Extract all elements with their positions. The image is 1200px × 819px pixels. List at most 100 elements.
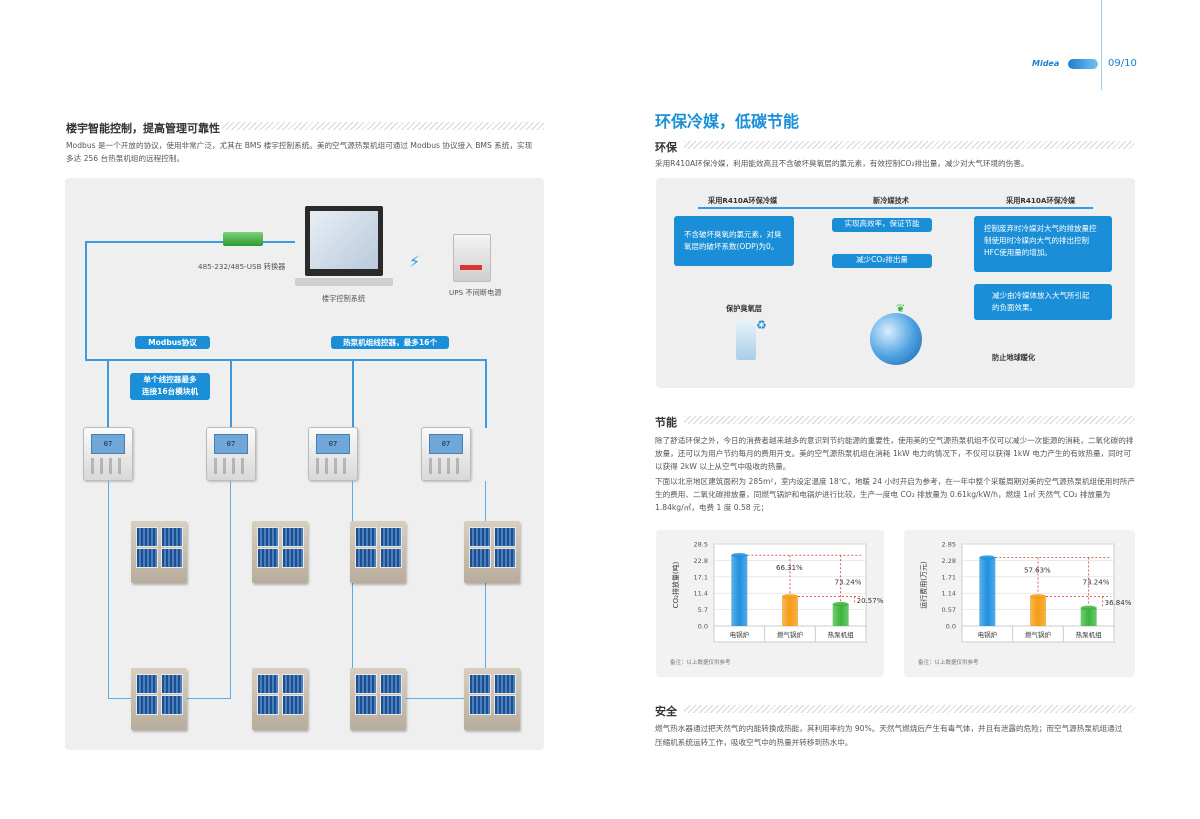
x-tick-label: 热泵机组 bbox=[1076, 630, 1103, 639]
heat-pump-unit-2 bbox=[252, 521, 308, 583]
bar-cap bbox=[1080, 605, 1097, 611]
x-tick-label: 热泵机组 bbox=[828, 630, 855, 639]
saving-section-title: 节能 bbox=[655, 416, 677, 429]
x-tick-label: 电锅炉 bbox=[730, 630, 750, 639]
bar bbox=[782, 596, 798, 626]
heat-pump-unit-7 bbox=[350, 668, 406, 730]
heat-pump-unit-3 bbox=[350, 521, 406, 583]
y-tick-label: 28.5 bbox=[694, 541, 708, 549]
ups-label: UPS 不间断电源 bbox=[449, 288, 502, 297]
brand-logo: Midea bbox=[1032, 59, 1060, 68]
left-intro-line2: 多达 256 台热泵机组的远程控制。 bbox=[66, 154, 185, 163]
y-tick-label: 0.0 bbox=[698, 623, 708, 631]
person-icon bbox=[736, 320, 756, 360]
bar-cap bbox=[782, 594, 798, 599]
y-tick-label: 5.7 bbox=[698, 606, 708, 614]
drop-line-2 bbox=[230, 361, 232, 428]
x-tick-label: 电锅炉 bbox=[978, 630, 998, 639]
eco-section-title: 环保 bbox=[655, 141, 677, 154]
left-title-hatch bbox=[222, 122, 544, 130]
modbus-diagram-panel: 485-232/485-USB 转换器 楼宇控制系统 ⚡ UPS 不间断电源 M… bbox=[65, 178, 544, 750]
eco-col1-box: 不含破坏臭氧的氯元素，对臭氧层的破坏系数(ODP)为0。 bbox=[674, 216, 794, 266]
annotation-label: 57.63% bbox=[1024, 567, 1051, 575]
y-tick-label: 0.57 bbox=[942, 606, 956, 614]
wired-controller-4: 07 bbox=[421, 427, 471, 481]
bar-cap bbox=[731, 553, 748, 558]
y-tick-label: 2.28 bbox=[942, 557, 956, 565]
eco-col2-box1: 实现高效率，保证节能 bbox=[832, 218, 932, 232]
safety-line2: 压缩机系统运转工作，吸收空气中的热量并转移到热水中。 bbox=[655, 738, 853, 747]
safety-line1: 燃气热水器通过把天然气的内能转换成热能，其利用率约为 90%。天然气燃烧后产生有… bbox=[655, 724, 1123, 733]
eco-col3-header: 采用R410A环保冷媒 bbox=[1006, 196, 1076, 205]
keyboard-icon bbox=[295, 278, 393, 286]
globe-icon bbox=[870, 313, 922, 365]
main-title: 环保冷媒，低碳节能 bbox=[655, 112, 800, 131]
y-axis-label: CO₂排放量(吨) bbox=[671, 561, 680, 608]
y-tick-label: 1.71 bbox=[942, 573, 956, 581]
annotation-label: 20.57% bbox=[857, 597, 884, 605]
heat-pump-unit-6 bbox=[252, 668, 308, 730]
unit-line-a1 bbox=[108, 481, 109, 699]
heat-pump-unit-8 bbox=[464, 668, 520, 730]
y-tick-label: 2.85 bbox=[942, 541, 956, 549]
bar bbox=[1030, 596, 1046, 626]
eco-col3-box2: 减少由冷媒体放入大气所引起的负面效果。 bbox=[974, 284, 1112, 320]
drop-line-3 bbox=[352, 361, 354, 428]
eco-col3-box1: 控制废弃时冷媒对大气的排放量控制使用时冷媒向大气的排出控制HFC使用量的增加。 bbox=[974, 216, 1112, 272]
single-controller-note-line2: 连接16台模块机 bbox=[141, 387, 199, 396]
unit-line-b2 bbox=[352, 698, 486, 699]
y-tick-label: 1.14 bbox=[942, 590, 956, 598]
eco-text: 采用R410A环保冷媒，利用能效高且不含破坏臭氧层的氯元素，有效控制CO₂排出量… bbox=[655, 159, 1029, 168]
heat-pump-unit-5 bbox=[131, 668, 187, 730]
annotation-label: 36.84% bbox=[1105, 599, 1132, 607]
brand-mark bbox=[1068, 59, 1098, 69]
bar bbox=[1080, 607, 1097, 626]
saving-p1: 除了舒适环保之外，今日的消费者越来越多的意识到节约能源的重要性，使用美的空气源热… bbox=[655, 436, 1134, 471]
heat-pump-unit-1 bbox=[131, 521, 187, 583]
converter-icon bbox=[223, 232, 263, 246]
eco-header-line bbox=[698, 207, 1093, 209]
wired-controller-2: 07 bbox=[206, 427, 256, 481]
x-tick-label: 燃气锅炉 bbox=[777, 630, 804, 639]
bar bbox=[979, 557, 996, 626]
annotation-label: 66.31% bbox=[776, 564, 803, 572]
bar bbox=[832, 604, 849, 626]
eco-col1-header: 采用R410A环保冷媒 bbox=[708, 196, 778, 205]
y-tick-label: 0.0 bbox=[946, 623, 956, 631]
modbus-protocol-badge: Modbus协议 bbox=[135, 336, 210, 349]
co2-chart: 0.05.711.417.122.828.5CO₂排放量(吨)电锅炉燃气锅炉热泵… bbox=[671, 541, 884, 643]
left-section-title: 楼宇智能控制，提高管理可靠性 bbox=[66, 122, 220, 135]
eco-col2-box2: 减少CO₂排出量 bbox=[832, 254, 932, 268]
controller-count-badge: 热泵机组线控器，最多16个 bbox=[331, 336, 449, 349]
leaf-icon: ❦ bbox=[896, 302, 906, 315]
unit-line-a3 bbox=[230, 481, 231, 699]
drop-line-4 bbox=[485, 361, 487, 428]
heat-pump-unit-4 bbox=[464, 521, 520, 583]
co2-chart-note: 备注：以上数据仅供参考 bbox=[670, 660, 731, 666]
eco-title-hatch bbox=[684, 141, 1135, 149]
wired-controller-3: 07 bbox=[308, 427, 358, 481]
cost-chart-note: 备注：以上数据仅供参考 bbox=[918, 660, 979, 666]
single-controller-note: 单个线控器最多 连接16台模块机 bbox=[130, 373, 210, 400]
header-divider bbox=[1101, 0, 1102, 90]
bar-cap bbox=[1030, 594, 1046, 599]
eco-col3-result: 防止地球暖化 bbox=[992, 353, 1036, 362]
safety-title-hatch bbox=[684, 705, 1135, 713]
single-controller-note-line1: 单个线控器最多 bbox=[143, 375, 197, 384]
y-tick-label: 22.8 bbox=[694, 557, 708, 565]
wired-controller-1: 07 bbox=[83, 427, 133, 481]
computer-label: 楼宇控制系统 bbox=[322, 294, 366, 303]
safety-section-title: 安全 bbox=[655, 705, 677, 718]
y-tick-label: 11.4 bbox=[694, 590, 708, 598]
drop-line-1 bbox=[107, 361, 109, 428]
lightning-icon: ⚡ bbox=[409, 252, 421, 271]
bus-line-top bbox=[85, 241, 295, 243]
x-tick-label: 燃气锅炉 bbox=[1025, 630, 1052, 639]
recycle-icon: ♻ bbox=[756, 318, 767, 332]
cost-chart: 0.00.571.141.712.282.85运行费用(万元)电锅炉燃气锅炉热泵… bbox=[919, 541, 1132, 643]
bus-line-left bbox=[85, 241, 87, 359]
ups-icon bbox=[453, 234, 491, 282]
computer-monitor-icon bbox=[305, 206, 383, 276]
